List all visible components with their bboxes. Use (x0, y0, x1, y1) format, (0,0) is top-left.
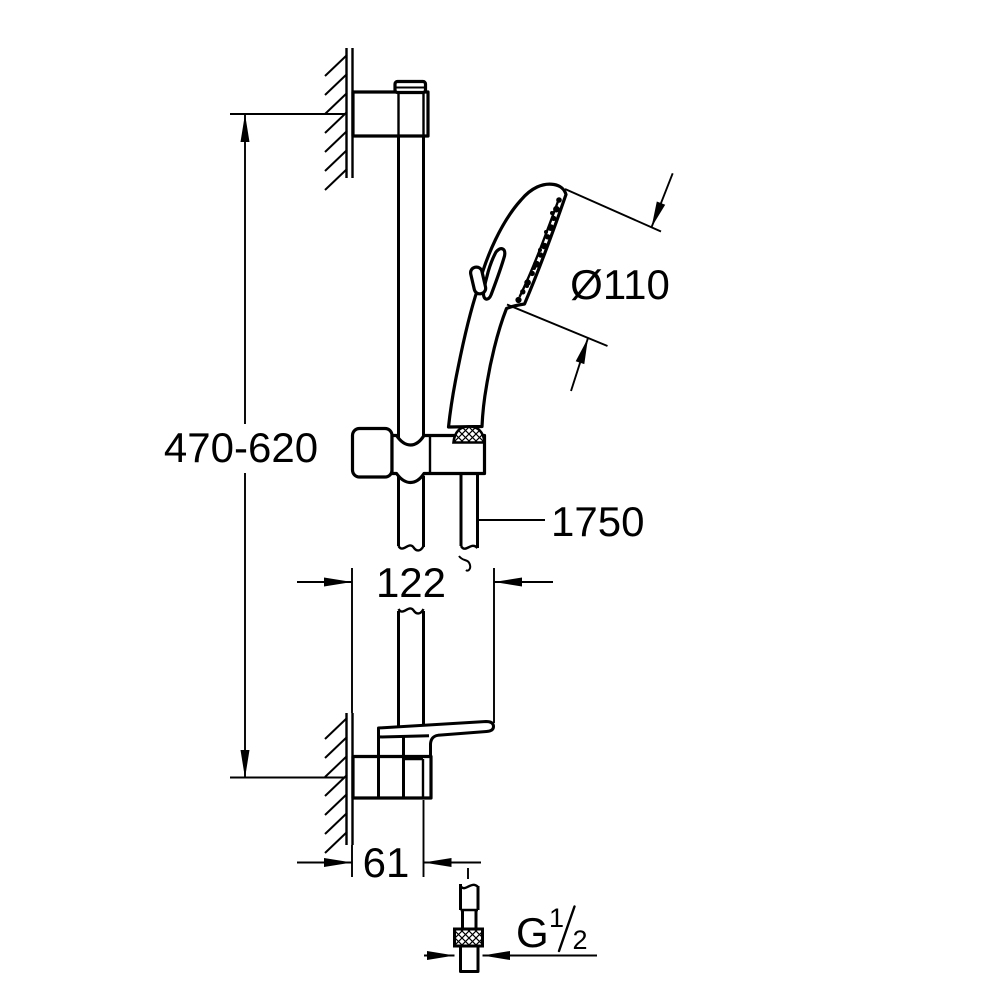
hose-fitting (453, 868, 484, 973)
hose-break-tail (458, 555, 472, 572)
thread-label-numerator: 1 (549, 903, 564, 933)
lower-offset-label: 61 (363, 839, 410, 886)
wall-hatching-top (324, 54, 348, 191)
slider-holder (350, 425, 487, 485)
rail-break-line (397, 544, 425, 552)
top-bracket (351, 90, 430, 138)
control-button (468, 265, 488, 296)
shower-rail (397, 92, 425, 727)
thread-label-g: G (516, 909, 549, 956)
wall-mount-bottom (324, 713, 495, 854)
bottom-bracket (351, 754, 433, 800)
dimension-hose-length: 1750 (478, 498, 644, 545)
dimension-head-diameter: Ø110 (506, 172, 674, 392)
knurled-nut (453, 927, 484, 948)
wall-mount-top (324, 48, 430, 191)
soap-dish-blade (377, 720, 495, 757)
shower-hose (458, 473, 479, 572)
dimension-lower-offset: 61 (297, 800, 481, 886)
hose-break-line (459, 544, 479, 550)
dimension-height-range: 470-620 (164, 113, 345, 779)
hose-length-label: 1750 (551, 498, 644, 545)
rail-break-line (397, 607, 425, 615)
wall-hatching-bottom (324, 717, 348, 854)
cone-nut (452, 425, 486, 444)
wall-offset-label: 122 (376, 559, 446, 606)
holder-knob (350, 426, 394, 479)
spray-nozzles (515, 197, 562, 304)
thread-label-denominator: 2 (573, 925, 588, 955)
fraction-slash (557, 905, 576, 953)
hose-break-line (459, 883, 479, 890)
height-range-label: 470-620 (164, 424, 318, 471)
mode-lever (481, 247, 507, 301)
head-diameter-label: Ø110 (570, 261, 670, 308)
holder-body (390, 433, 487, 485)
dimension-thread: G 1 2 (424, 903, 597, 960)
dimension-wall-offset: 122 (297, 559, 553, 723)
thread-pipe (459, 946, 480, 973)
